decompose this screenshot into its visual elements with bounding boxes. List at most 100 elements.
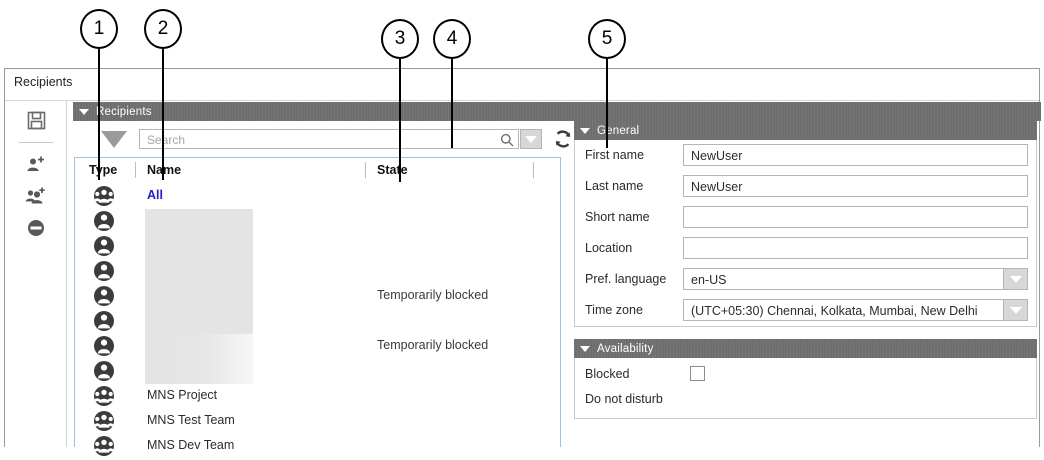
group-icon: [93, 411, 115, 431]
form-row: Short name: [575, 202, 1036, 233]
row-state-cell: Temporarily blocked: [377, 338, 489, 352]
field-value[interactable]: [689, 300, 1003, 322]
field-select[interactable]: [683, 268, 1028, 291]
search-box[interactable]: [139, 129, 519, 150]
callout-number: 4: [446, 28, 458, 49]
list-header: Type Name State: [75, 158, 560, 184]
row-type-cell: [93, 360, 115, 382]
add-person-icon: [27, 156, 44, 171]
person-icon: [94, 311, 114, 331]
column-separator[interactable]: [365, 162, 366, 178]
redacted-name: [145, 334, 253, 359]
funnel-icon[interactable]: [101, 131, 127, 148]
table-row[interactable]: Temporarily blocked: [75, 334, 560, 359]
field-value[interactable]: [689, 269, 1003, 291]
table-row[interactable]: [75, 309, 560, 334]
field-label: Pref. language: [585, 272, 667, 286]
rail-divider: [19, 142, 53, 143]
row-name-cell[interactable]: MNS Dev Team: [147, 438, 235, 452]
chevron-down-icon[interactable]: [1003, 269, 1027, 289]
row-type-cell: [93, 235, 115, 257]
save-button[interactable]: [19, 105, 53, 135]
row-type-cell: [93, 285, 115, 307]
row-type-cell: [93, 335, 115, 357]
list-toolbar: [73, 121, 571, 159]
availability-row: Do not disturb: [575, 387, 1036, 412]
rail-divider-vertical: [66, 101, 67, 447]
field-label: Last name: [585, 179, 644, 193]
row-type-cell: [93, 260, 115, 282]
redacted-name: [145, 234, 253, 259]
row-name-cell[interactable]: MNS Test Team: [147, 413, 235, 427]
callout-number: 5: [601, 28, 613, 49]
search-dropdown-button[interactable]: [520, 129, 542, 149]
column-header-name[interactable]: Name: [147, 163, 182, 177]
field-value[interactable]: [689, 145, 993, 167]
availability-section-header[interactable]: Availability: [574, 339, 1037, 358]
row-name-cell[interactable]: MNS Project: [147, 388, 218, 402]
column-separator[interactable]: [135, 162, 136, 178]
chevron-down-icon[interactable]: [1003, 300, 1027, 320]
field-label: Location: [585, 241, 633, 255]
field-input[interactable]: [683, 175, 1028, 198]
availability-section-body: Blocked Do not disturb: [574, 358, 1037, 419]
block-button[interactable]: [19, 213, 53, 243]
availability-section-title: Availability: [597, 342, 654, 355]
collapse-triangle-icon[interactable]: [580, 127, 590, 134]
general-section-title: General: [597, 124, 640, 137]
row-type-cell: [93, 410, 115, 432]
callout-marker: 3: [381, 19, 419, 59]
field-select[interactable]: [683, 299, 1028, 322]
availability-row: Blocked: [575, 362, 1036, 387]
general-section-header[interactable]: General: [574, 121, 1037, 140]
callout-marker: 2: [144, 9, 182, 49]
table-row[interactable]: MNS Project: [75, 384, 560, 409]
blocked-checkbox[interactable]: [690, 366, 705, 381]
table-row[interactable]: [75, 209, 560, 234]
magnifier-icon[interactable]: [500, 133, 514, 150]
form-row: Location: [575, 233, 1036, 264]
redacted-name: [145, 359, 253, 384]
form-row: Time zone: [575, 295, 1036, 326]
table-row[interactable]: [75, 234, 560, 259]
screenshot-root: Recipients: [4, 9, 1041, 456]
general-section-body: First nameLast nameShort nameLocationPre…: [574, 140, 1037, 327]
table-row[interactable]: All: [75, 184, 560, 209]
availability-label: Do not disturb: [585, 392, 663, 406]
add-group-icon: [25, 187, 45, 204]
column-separator[interactable]: [533, 162, 534, 178]
column-header-type[interactable]: Type: [89, 163, 118, 177]
table-row[interactable]: [75, 359, 560, 384]
field-input[interactable]: [683, 144, 1028, 167]
redacted-name: [145, 309, 253, 334]
detail-panel: General First nameLast nameShort nameLoc…: [574, 121, 1041, 447]
collapse-triangle-icon[interactable]: [580, 345, 590, 352]
application-window: Recipients: [4, 68, 1041, 456]
column-header-state[interactable]: State: [377, 163, 408, 177]
field-label: First name: [585, 148, 645, 162]
person-icon: [94, 361, 114, 381]
field-value[interactable]: [689, 176, 993, 198]
table-row[interactable]: MNS Test Team: [75, 409, 560, 434]
window-title: Recipients: [14, 75, 73, 89]
table-row[interactable]: Temporarily blocked: [75, 284, 560, 309]
collapse-triangle-icon[interactable]: [79, 108, 89, 115]
form-row: First name: [575, 140, 1036, 171]
refresh-button[interactable]: [550, 126, 576, 152]
field-value[interactable]: [689, 207, 993, 229]
search-input[interactable]: [145, 130, 479, 150]
field-input[interactable]: [683, 237, 1028, 260]
recipients-panel-header[interactable]: Recipients: [73, 102, 1041, 121]
refresh-icon: [555, 130, 571, 148]
field-value[interactable]: [689, 238, 993, 260]
table-row[interactable]: [75, 259, 560, 284]
row-name-cell[interactable]: All: [147, 188, 163, 202]
save-icon: [27, 111, 45, 129]
group-icon: [93, 386, 115, 406]
chevron-down-icon: [525, 135, 537, 143]
add-recipient-button[interactable]: [19, 149, 53, 179]
add-group-button[interactable]: [19, 181, 53, 211]
field-input[interactable]: [683, 206, 1028, 229]
